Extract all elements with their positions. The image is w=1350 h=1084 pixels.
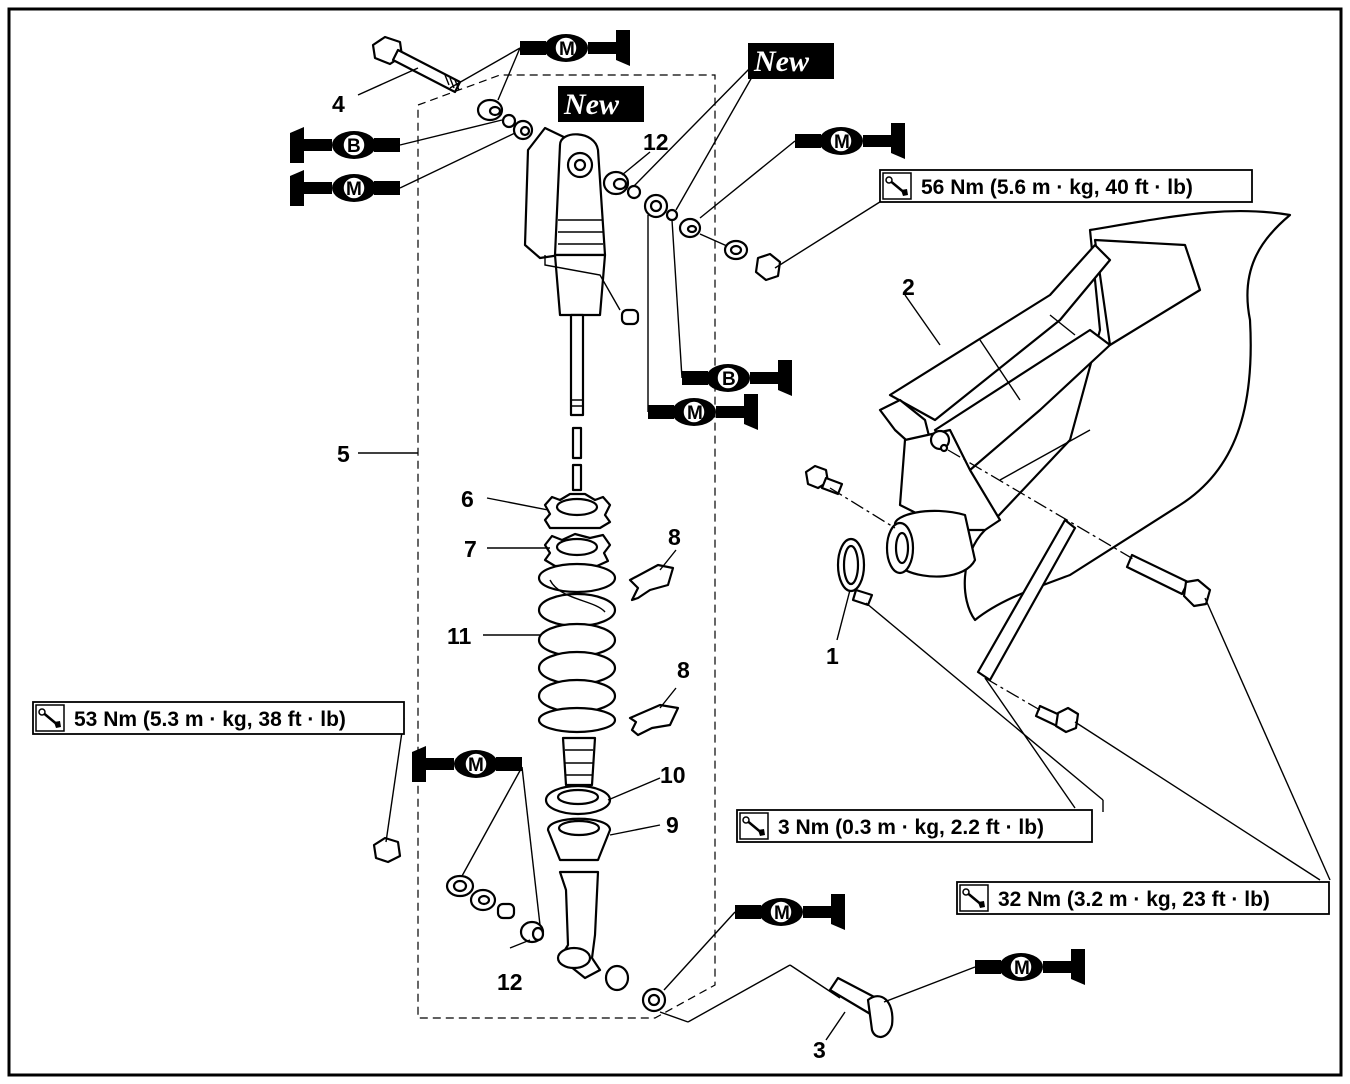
part-number-12-lower: 12: [497, 969, 523, 995]
lower-hardware: [372, 836, 545, 944]
part-number-3: 3: [813, 1037, 826, 1063]
center-line-2: [947, 449, 1136, 561]
grease-molybdenum-icon-upper-right: M: [794, 122, 906, 160]
new-label-right: New: [748, 43, 834, 79]
center-line-3: [984, 677, 1041, 711]
part-number-5: 5: [337, 441, 350, 467]
svg-text:B: B: [722, 369, 736, 390]
part-number-9: 9: [666, 812, 679, 838]
hose-clamp: [836, 537, 874, 607]
grease-molybdenum-icon-lower-middle: M: [734, 893, 846, 931]
svg-text:M: M: [687, 403, 703, 424]
lower-clevis: [556, 870, 667, 1013]
wrench-icon: [881, 171, 913, 201]
wrench-icon: [738, 811, 770, 841]
grease-molybdenum-icon-lower-right: M: [974, 948, 1086, 986]
part-number-2: 2: [902, 274, 915, 300]
part-number-10: 10: [660, 762, 686, 788]
torque-box-32: 32 Nm (3.2 m · kg, 23 ft · lb): [956, 881, 1330, 915]
bump-stop: [561, 736, 597, 787]
torque-box-56: 56 Nm (5.6 m · kg, 40 ft · lb): [879, 169, 1253, 203]
spring-seat-9: [546, 817, 612, 862]
spring-seat-10: [544, 784, 612, 816]
grease-molybdenum-icon-lower-left: M: [411, 745, 523, 783]
ring-nut-6: [543, 492, 612, 530]
wrench-icon: [958, 883, 990, 913]
svg-text:53 Nm (5.3 m · kg, 38 ft · lb): 53 Nm (5.3 m · kg, 38 ft · lb): [74, 708, 346, 731]
svg-text:32 Nm (3.2 m · kg, 23 ft · lb): 32 Nm (3.2 m · kg, 23 ft · lb): [998, 888, 1270, 911]
leader-lines: [357, 47, 1331, 1041]
shock-assembly-boundary: [417, 74, 716, 1019]
svg-text:56 Nm (5.6 m · kg, 40 ft · lb): 56 Nm (5.6 m · kg, 40 ft · lb): [921, 176, 1193, 199]
part-number-7: 7: [464, 536, 477, 562]
airbox-bolt-lower: [1034, 704, 1080, 734]
svg-text:M: M: [834, 132, 850, 153]
torque-box-53: 53 Nm (5.3 m · kg, 38 ft · lb): [32, 701, 405, 735]
torque-box-3: 3 Nm (0.3 m · kg, 2.2 ft · lb): [736, 809, 1093, 843]
spring-guide-upper: [628, 563, 675, 602]
wrench-icon: [34, 703, 66, 733]
svg-text:B: B: [347, 136, 361, 157]
pushrod-pin-lower: [571, 463, 583, 492]
part-number-4: 4: [332, 91, 345, 117]
grease-molybdenum-icon-left: M: [289, 169, 401, 207]
grease-bearing-icon-middle: B: [681, 359, 793, 397]
grease-molybdenum-icon-middle: M: [647, 393, 759, 431]
shock-spring: [537, 562, 617, 734]
grease-molybdenum-icon-top: M: [519, 29, 631, 67]
airbox-assembly: [878, 209, 1292, 682]
part-number-8-lower: 8: [677, 657, 690, 683]
new-label-left: New: [558, 86, 644, 122]
upper-collar-left: [476, 98, 534, 141]
upper-bushing-group: [602, 170, 782, 282]
part-number-12-upper: 12: [643, 129, 669, 155]
ring-nut-7: [543, 532, 612, 568]
spring-guide-lower: [628, 703, 680, 737]
svg-text:M: M: [1014, 958, 1030, 979]
part-number-6: 6: [461, 486, 474, 512]
part-number-1: 1: [826, 643, 839, 669]
svg-text:M: M: [346, 179, 362, 200]
lower-bolt: [828, 976, 894, 1038]
shock-body: [523, 126, 640, 417]
svg-text:M: M: [468, 755, 484, 776]
part-number-11: 11: [447, 623, 472, 649]
diagram-border: [7, 7, 1343, 1077]
center-line-1: [829, 487, 896, 529]
airbox-bolt-upper: [804, 464, 844, 496]
svg-text:3 Nm (0.3 m · kg, 2.2 ft · lb): 3 Nm (0.3 m · kg, 2.2 ft · lb): [778, 816, 1044, 839]
svg-text:M: M: [559, 39, 575, 60]
svg-text:M: M: [774, 903, 790, 924]
svg-text:New: New: [563, 88, 620, 121]
part-number-8-upper: 8: [668, 524, 681, 550]
pushrod-pin-upper: [571, 426, 583, 460]
svg-text:New: New: [753, 45, 810, 78]
airbox-bolt-long: [1125, 553, 1212, 608]
grease-bearing-icon-left: B: [289, 126, 401, 164]
upper-bolt: [371, 35, 462, 94]
